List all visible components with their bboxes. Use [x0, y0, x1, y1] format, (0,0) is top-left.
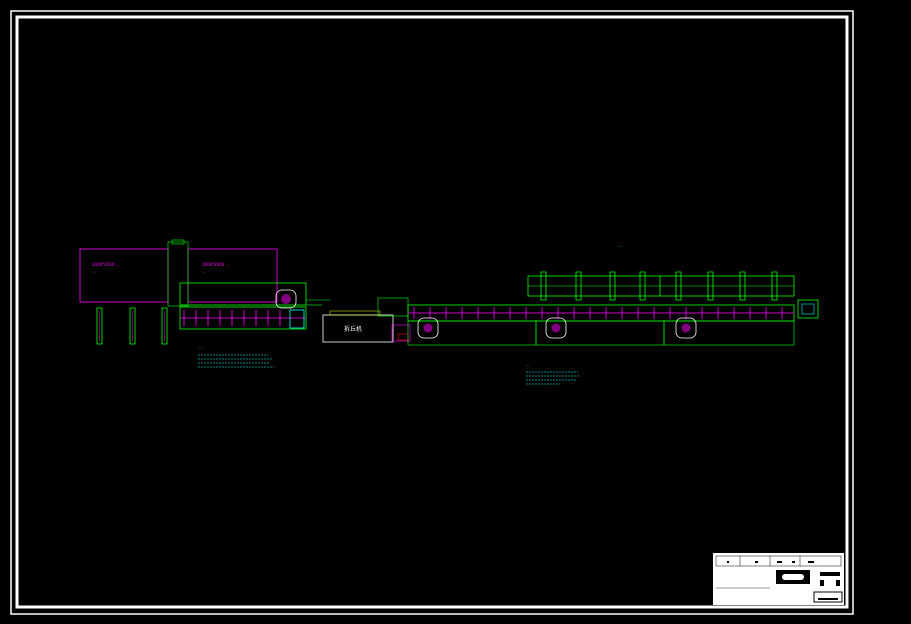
center-machine-label: 拆丘机: [344, 325, 362, 333]
magenta-box-right-sublabel: ...: [202, 269, 206, 274]
center-machine: 拆丘机: [322, 297, 411, 343]
upper-rack: ...: [527, 243, 795, 301]
right-conveyor: [407, 299, 819, 346]
drawing-inner-frame: [15, 15, 849, 609]
note-right: ...: [526, 362, 580, 385]
magenta-box-right-label: 1000*2000 ...: [202, 262, 229, 267]
note-left-title: ...: [198, 345, 202, 350]
title-block: [713, 553, 844, 605]
left-conveyor: [179, 282, 330, 330]
note-right-title: ...: [526, 362, 530, 367]
note-left: ...: [198, 345, 274, 368]
drawing-outer-frame: [10, 10, 854, 615]
top-right-caption: ...: [618, 243, 622, 248]
magenta-box-left-label: 1000*2000 ...: [92, 262, 119, 267]
magenta-box-left-sublabel: ...: [92, 269, 96, 274]
left-storage-area: 1000*2000 ... ... 1000*2000 ... ...: [79, 239, 278, 345]
